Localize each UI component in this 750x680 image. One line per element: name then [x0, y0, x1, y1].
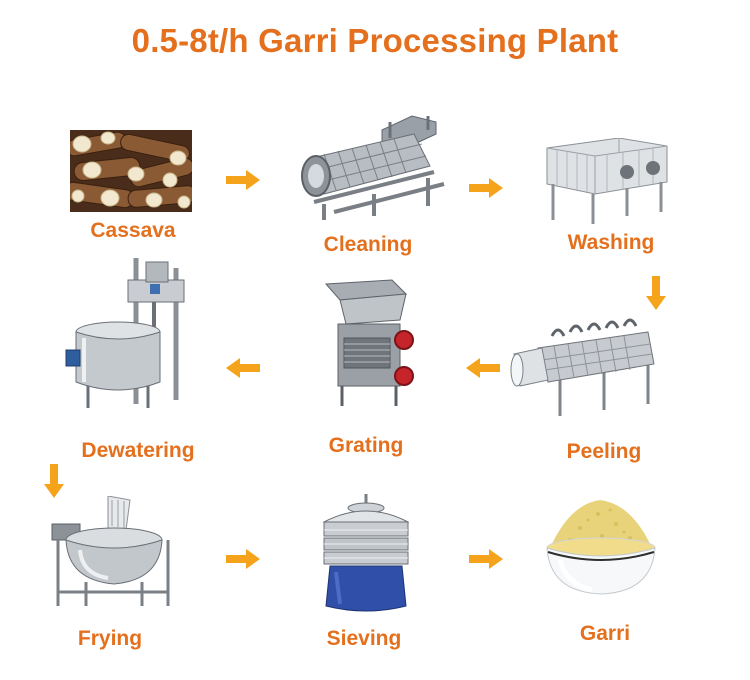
arrow-right-icon [469, 178, 503, 198]
step-cassava [70, 130, 192, 212]
step-label-sieving: Sieving [326, 627, 402, 650]
step-label-frying: Frying [77, 627, 143, 650]
arrow-right-icon [226, 170, 260, 190]
step-garri [540, 494, 662, 598]
step-dewatering [64, 254, 190, 414]
cleaning-machine-image [301, 115, 445, 220]
step-cleaning [294, 108, 448, 224]
step-label-cleaning: Cleaning [323, 233, 413, 256]
arrow-right-icon [226, 549, 260, 569]
arrow-right-icon [469, 549, 503, 569]
peeling-machine-image [510, 318, 655, 416]
page-title: 0.5-8t/h Garri Processing Plant [131, 22, 619, 59]
garri-bowl-image [546, 500, 656, 595]
sieving-machine-image [322, 494, 410, 612]
step-label-dewatering: Dewatering [81, 439, 195, 462]
step-frying [46, 496, 174, 612]
arrow-left-icon [226, 358, 260, 378]
step-label-washing: Washing [567, 231, 655, 254]
step-label-grating: Grating [328, 434, 404, 457]
frying-pan-image [51, 496, 170, 606]
grating-machine-image [324, 279, 414, 406]
arrow-down-icon [646, 276, 666, 310]
step-label-garri: Garri [579, 622, 631, 645]
arrow-down-icon [44, 464, 64, 498]
arrow-left-icon [466, 358, 500, 378]
step-washing [543, 138, 669, 224]
step-sieving [316, 494, 416, 614]
step-label-cassava: Cassava [90, 219, 176, 242]
cassava-image [70, 130, 192, 212]
step-label-peeling: Peeling [566, 440, 642, 463]
dewatering-machine-image [65, 258, 185, 408]
step-grating [322, 276, 414, 410]
step-peeling [508, 310, 658, 420]
washing-machine-image [546, 138, 668, 224]
